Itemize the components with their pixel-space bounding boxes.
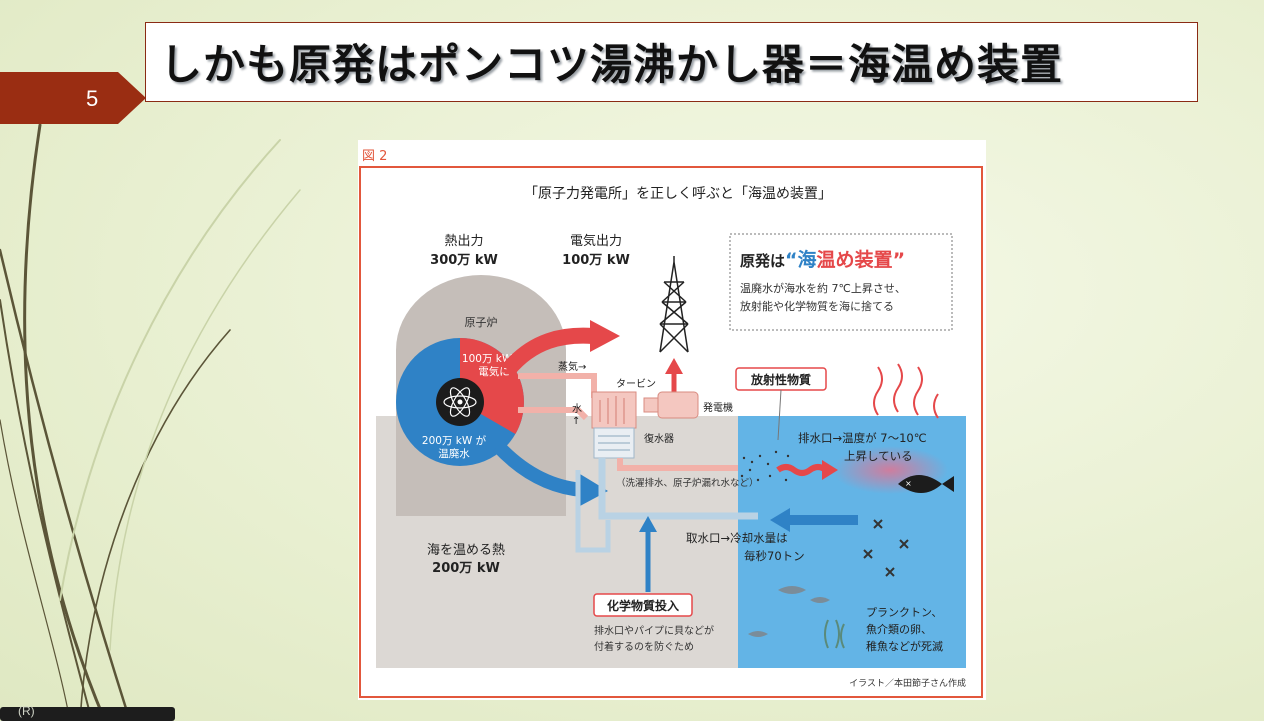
illustration-credit: イラスト／本田節子さん作成	[849, 677, 966, 689]
waste-share-line1: 200万 kW が	[422, 434, 487, 447]
right-arrow-icon	[580, 474, 608, 506]
slide-title-box: しかも原発はポンコツ湯沸かし器＝海温め装置	[145, 22, 1198, 102]
turbine	[591, 391, 637, 429]
intake-pipe	[598, 458, 758, 520]
electricity-flow-arrow	[501, 327, 594, 376]
up-arrow-icon	[665, 358, 683, 374]
small-fish-icons	[748, 586, 830, 637]
electric-output-value: 100万 kW	[562, 253, 630, 268]
callout-line1: 温廃水が海水を約 7℃上昇させ、	[740, 281, 906, 295]
intake-line1: 取水口→冷却水量は	[686, 531, 788, 545]
seaweed-icon	[824, 619, 845, 649]
sea-heat-line2: 200万 kW	[432, 561, 500, 576]
steam-label: 蒸気→	[558, 360, 586, 373]
thermal-output-label: 熱出力	[444, 234, 483, 249]
page-number-tab	[0, 72, 146, 124]
callout-line2: 放射能や化学物質を海に捨てる	[740, 299, 894, 313]
generator-label: 発電機	[703, 401, 733, 414]
figure-label: 図 2	[362, 149, 387, 164]
water-arrow: ↑	[572, 416, 580, 427]
condenser-label: 復水器	[644, 432, 674, 445]
callout-heading: 原発は“海温め装置”	[740, 248, 905, 271]
damage-line1: プランクトン、	[866, 606, 942, 619]
waste-heat-flow-arrow	[492, 441, 584, 497]
intake-line2: 毎秒70トン	[744, 549, 805, 563]
svg-text:×: ×	[905, 479, 912, 488]
callout-box	[729, 233, 953, 331]
wash-note: （洗濯排水、原子炉漏れ水など）	[616, 477, 759, 489]
watermark-text: (R)	[18, 704, 35, 718]
electricity-share-line2: 電気に	[478, 365, 510, 378]
page-number: 5	[86, 86, 99, 111]
water-label: 水	[572, 403, 582, 415]
turbine-label: タービン	[616, 378, 656, 390]
hot-water-arrow	[776, 464, 828, 476]
sea-heat-line1: 海を温める熱	[427, 543, 505, 558]
nuclear-plant-diagram: 図 2 「原子力発電所」を正しく呼ぶと「海温め装置」 原子炉 100万 kW が…	[358, 140, 986, 700]
electric-output-label: 電気出力	[570, 233, 622, 249]
damage-line2: 魚介類の卵、	[866, 623, 932, 636]
figure-frame	[359, 166, 983, 698]
thermal-output-value: 300万 kW	[430, 253, 498, 268]
chemical-badge	[593, 593, 693, 617]
chemical-note-line1: 排水口やパイプに貝などが	[594, 624, 714, 637]
damage-line3: 稚魚などが死滅	[866, 639, 943, 653]
radioactive-label: 放射性物質	[750, 372, 811, 387]
outlet-pipe	[617, 458, 738, 471]
heat-waves-icon	[873, 363, 939, 419]
slide-title: しかも原発はポンコツ湯沸かし器＝海温め装置	[160, 40, 1064, 89]
figure-title: 「原子力発電所」を正しく呼ぶと「海温め装置」	[524, 186, 832, 202]
outlet-line1: 排水口→温度が 7～10℃	[798, 431, 927, 445]
taskbar-fragment	[0, 707, 175, 721]
chemical-label: 化学物質投入	[607, 598, 679, 613]
chemical-note-line2: 付着するのを防ぐため	[594, 640, 694, 653]
transmission-tower-icon	[659, 256, 689, 353]
waste-share-line2: 温廃水	[438, 447, 470, 460]
right-arrow-icon	[590, 320, 620, 352]
reactor-label: 原子炉	[465, 316, 498, 329]
generator	[657, 391, 699, 419]
atom-orbits-icon	[443, 387, 477, 417]
dead-fish-icon	[898, 475, 942, 493]
dead-plankton-marks	[863, 519, 909, 577]
outlet-line2: 上昇している	[844, 449, 913, 463]
